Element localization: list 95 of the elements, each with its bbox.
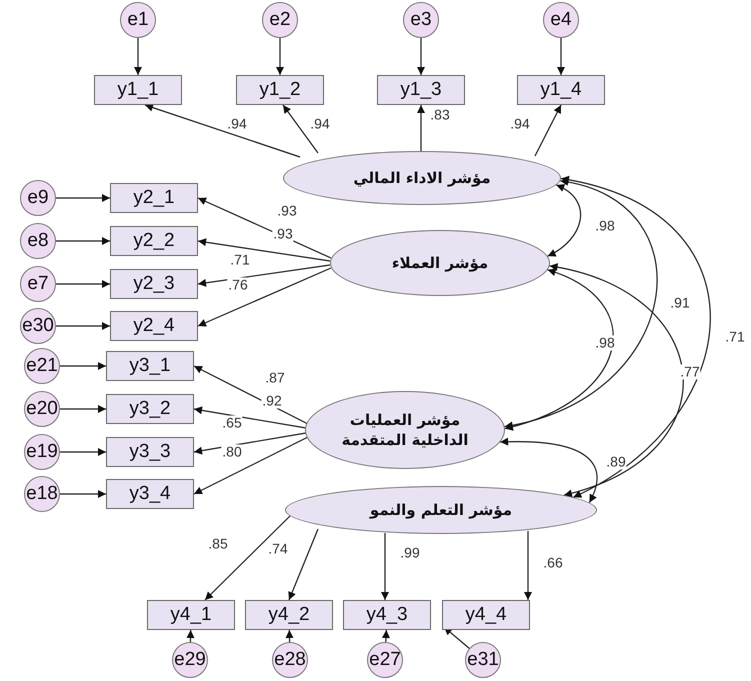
edge-label: .94	[309, 116, 331, 132]
arrow	[194, 436, 308, 495]
variable-box: y3_4	[106, 479, 194, 509]
arrow	[56, 237, 110, 245]
error-circle: e3	[403, 2, 439, 38]
edge-label: .85	[207, 536, 229, 552]
edge-label: .93	[276, 204, 298, 218]
edge-label: .94	[226, 116, 248, 132]
arrow	[134, 38, 142, 75]
arrow	[194, 432, 306, 455]
arrow	[381, 533, 389, 600]
variable-box: y3_2	[106, 394, 194, 424]
edge-label: .71	[229, 252, 251, 268]
covariance-arrow	[549, 264, 684, 497]
error-circle: e8	[20, 223, 56, 259]
arrow	[557, 38, 565, 75]
variable-box: y4_2	[245, 600, 333, 630]
arrow	[382, 630, 390, 642]
error-circle: e19	[24, 434, 60, 470]
factor-ellipse: مؤشر العملاء	[330, 230, 550, 296]
variable-box: y1_2	[236, 75, 324, 105]
edge-label: .83	[429, 108, 451, 122]
arrow	[282, 104, 318, 154]
edge-label: .65	[221, 416, 243, 430]
edge-label: .92	[261, 394, 283, 408]
variable-box: y1_1	[94, 75, 182, 105]
variable-box: y2_1	[110, 183, 198, 213]
arrow	[198, 267, 332, 327]
edge-label: .91	[669, 296, 691, 310]
arrow	[56, 280, 110, 288]
edge-label: .71	[724, 330, 746, 344]
variable-box: y4_1	[147, 600, 235, 630]
edge-label: .66	[542, 556, 564, 570]
edge-label: .98	[594, 218, 616, 234]
variable-box: y2_3	[110, 269, 198, 299]
arrow	[56, 322, 110, 330]
error-circle: e9	[20, 180, 56, 216]
edge-label: .89	[605, 454, 627, 470]
error-circle: e21	[24, 348, 60, 384]
arrow	[60, 405, 106, 413]
factor-ellipse: مؤشر التعلم والنمو	[285, 486, 597, 534]
arrow	[144, 104, 300, 158]
arrow	[198, 238, 330, 262]
covariance-arrow	[500, 438, 598, 503]
edge-label: .77	[679, 364, 701, 380]
arrow	[204, 514, 292, 600]
edge-label: .76	[227, 278, 249, 292]
error-circle: e18	[24, 476, 60, 512]
error-circle: e4	[543, 2, 579, 38]
covariance-arrow	[504, 178, 658, 429]
arrow	[417, 38, 425, 75]
error-circle: e7	[20, 266, 56, 302]
edge-label: .94	[509, 116, 531, 132]
error-circle: e28	[272, 642, 308, 678]
arrow	[194, 365, 308, 425]
edge-label: .98	[594, 336, 616, 350]
arrow	[417, 105, 425, 151]
edge-label: .74	[267, 542, 289, 556]
error-circle: e1	[120, 2, 156, 38]
error-circle: e30	[20, 308, 56, 344]
covariance-arrow	[560, 176, 711, 498]
error-circle: e31	[465, 642, 501, 678]
variable-box: y3_1	[106, 351, 194, 381]
variable-box: y2_2	[110, 226, 198, 256]
variable-box: y1_3	[377, 75, 465, 105]
variable-box: y4_4	[442, 600, 530, 630]
arrow	[524, 531, 532, 600]
arrow	[60, 362, 106, 370]
arrow	[186, 630, 194, 642]
variable-box: y2_4	[110, 311, 198, 341]
edge-label: .80	[221, 444, 243, 460]
arrow	[194, 406, 306, 429]
error-circle: e20	[24, 391, 60, 427]
edge-label: .99	[399, 546, 421, 560]
error-circle: e29	[172, 642, 208, 678]
arrow	[56, 194, 110, 202]
variable-box: y3_3	[106, 437, 194, 467]
arrow	[286, 630, 294, 642]
arrow	[288, 528, 319, 600]
factor-ellipse: مؤشر الاداء المالي	[283, 151, 561, 205]
factor-ellipse: مؤشر العمليات الداخلية المتقدمة	[305, 391, 505, 469]
covariance-arrow	[504, 269, 614, 430]
arrow	[534, 104, 562, 156]
edge-label: .87	[264, 370, 286, 386]
covariance-arrow	[547, 184, 582, 257]
arrow	[60, 490, 106, 498]
arrow	[198, 264, 330, 287]
variable-box: y4_3	[343, 600, 431, 630]
arrow	[198, 197, 332, 259]
error-circle: e2	[262, 2, 298, 38]
error-circle: e27	[367, 642, 403, 678]
edge-label: .93	[272, 226, 294, 242]
arrow	[60, 448, 106, 456]
variable-box: y1_4	[517, 75, 605, 105]
arrow	[276, 38, 284, 75]
